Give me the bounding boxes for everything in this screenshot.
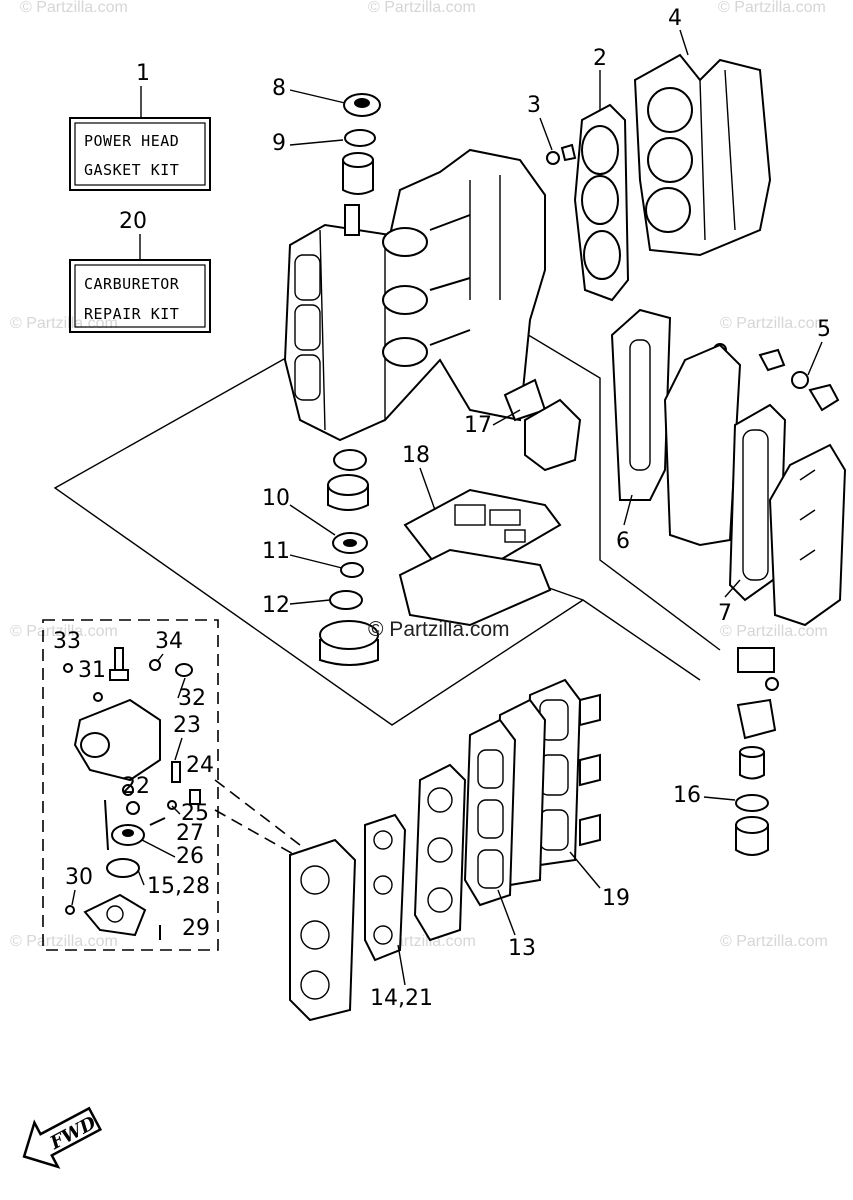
watermark: © Partzilla.com	[720, 933, 828, 950]
exhaust-plate	[663, 343, 742, 547]
callout-8: 8	[272, 76, 286, 101]
callout-26: 26	[176, 844, 204, 869]
part-14-21-gasket	[364, 813, 407, 962]
watermark: © Partzilla.com	[368, 0, 476, 16]
callout-15-28: 15,28	[147, 874, 210, 899]
center-watermark: © Partzilla.com	[368, 618, 510, 641]
callout-19: 19	[602, 886, 630, 911]
watermark: © Partzilla.com	[20, 0, 128, 16]
callout-25: 25	[181, 801, 209, 826]
callout-7: 7	[718, 601, 732, 626]
callout-2: 2	[593, 46, 607, 71]
callout-16: 16	[673, 783, 701, 808]
callouts: 2 3 4 5 6 7 8 9 10 11 12 13 14,21 15,28 …	[53, 6, 831, 1011]
callout-27: 27	[176, 821, 204, 846]
callout-30: 30	[65, 865, 93, 890]
part-18-base-gasket	[398, 488, 562, 627]
kit-label-line: REPAIR KIT	[84, 305, 179, 323]
power-head-gasket-kit: 1 POWER HEAD GASKET KIT	[69, 61, 211, 191]
callout-1: 1	[136, 61, 150, 86]
callout-10: 10	[262, 486, 290, 511]
lower-bearing-stack	[319, 449, 379, 666]
part-8-oil-seal	[343, 93, 381, 117]
carburetor-repair-kit: 20 CARBURETOR REPAIR KIT	[69, 209, 211, 333]
watermark: © Partzilla.com	[10, 623, 118, 640]
watermark: © Partzilla.com	[10, 315, 118, 332]
watermark: © Partzilla.com	[720, 315, 828, 332]
part-9-o-ring	[344, 129, 376, 147]
part-6-exhaust-gasket	[610, 308, 672, 501]
part-11-seal	[340, 562, 364, 578]
callout-33: 33	[53, 629, 81, 654]
callout-31: 31	[78, 658, 106, 683]
callout-34: 34	[155, 629, 183, 654]
part-12-o-ring	[329, 590, 363, 610]
part-3-plug	[546, 143, 577, 165]
callout-4: 4	[668, 6, 682, 31]
callout-29: 29	[182, 916, 210, 941]
watermark: © Partzilla.com	[10, 933, 118, 950]
callout-6: 6	[616, 529, 630, 554]
callout-23: 23	[173, 713, 201, 738]
kit-label-line: CARBURETOR	[84, 275, 180, 293]
kit-label-line: POWER HEAD	[84, 132, 179, 150]
watermark: © Partzilla.com	[718, 0, 826, 16]
callout-9: 9	[272, 131, 286, 156]
carb-leader	[214, 779, 301, 856]
callout-18: 18	[402, 443, 430, 468]
callout-32: 32	[178, 686, 206, 711]
bushing	[342, 152, 374, 195]
cylinder-block	[283, 148, 546, 442]
carburetor-body	[289, 838, 357, 1022]
callout-11: 11	[262, 539, 290, 564]
callout-12: 12	[262, 593, 290, 618]
intake-manifold	[413, 763, 467, 942]
callout-14-21: 14,21	[370, 986, 433, 1011]
callout-3: 3	[527, 93, 541, 118]
exhaust-cover	[768, 443, 847, 627]
fwd-arrow-icon: FWD	[22, 1106, 103, 1169]
part-2-head-gasket	[573, 103, 630, 302]
part-16-water-pump	[735, 647, 779, 856]
carburetor-detail-box	[42, 619, 219, 951]
watermarks: © Partzilla.com © Partzilla.com © Partzi…	[10, 0, 828, 950]
kit-label-line: GASKET KIT	[84, 161, 179, 179]
watermark: © Partzilla.com	[720, 623, 828, 640]
callout-17: 17	[464, 413, 492, 438]
callout-20: 20	[119, 209, 147, 234]
part-4-cylinder-head	[633, 53, 772, 257]
part-17-cover	[503, 378, 582, 472]
part-13-intake-gasket	[463, 718, 517, 907]
callout-5: 5	[817, 317, 831, 342]
callout-22: 22	[122, 774, 150, 799]
callout-13: 13	[508, 936, 536, 961]
callout-24: 24	[186, 753, 214, 778]
